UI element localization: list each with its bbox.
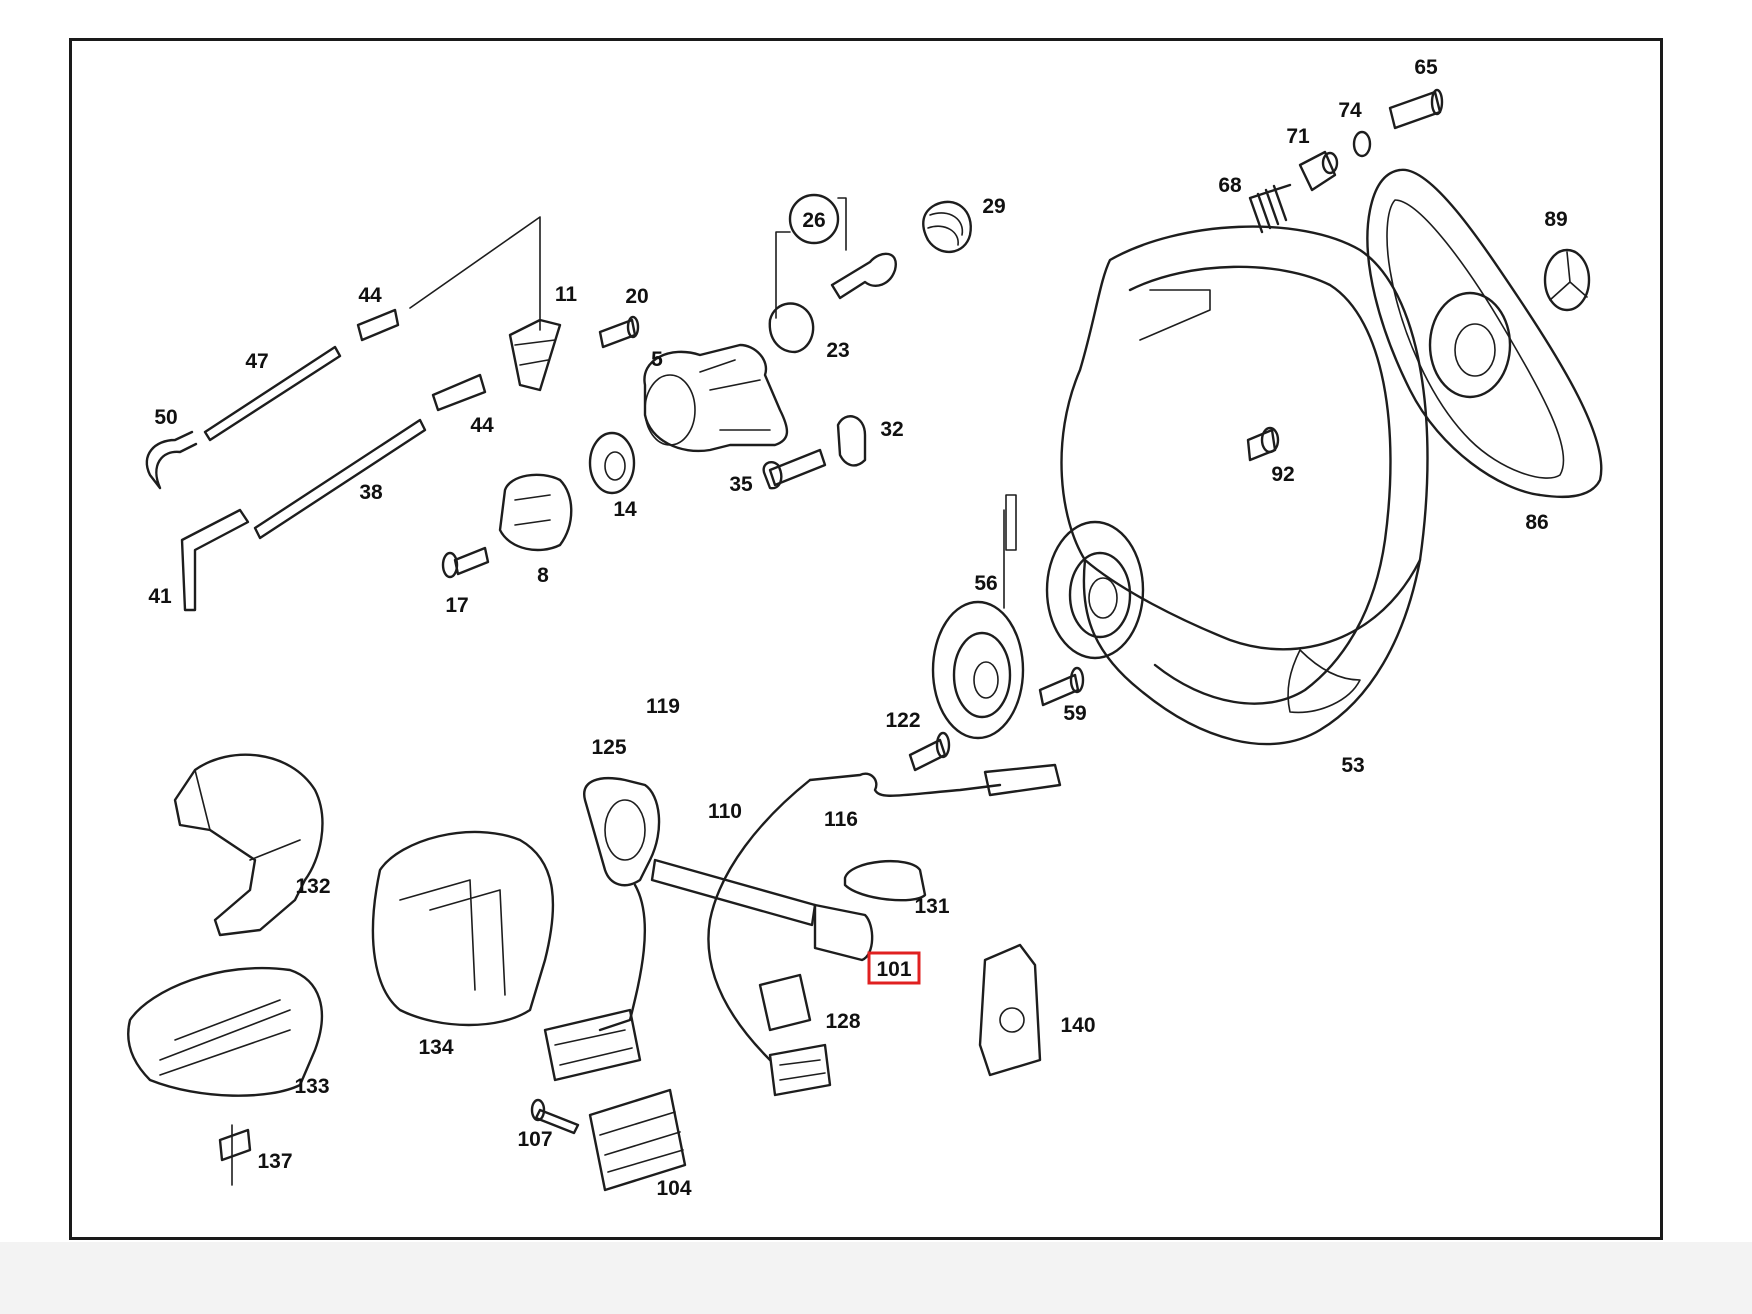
label-132: 132 [295, 875, 330, 898]
wiring-harness-part [707, 763, 1062, 1097]
steering-wheel-part [1045, 225, 1429, 746]
label-53: 53 [1341, 754, 1364, 777]
label-133: 133 [294, 1075, 329, 1098]
label-8: 8 [537, 564, 549, 587]
connector-block-part [530, 1088, 687, 1192]
label-5: 5 [651, 348, 663, 371]
part-labels: 65 74 71 68 29 26 89 44 11 20 47 5 23 50… [148, 56, 1567, 1200]
label-134: 134 [418, 1036, 453, 1059]
label-128: 128 [825, 1010, 860, 1033]
label-122: 122 [885, 709, 920, 732]
rods-and-tubes [145, 216, 562, 612]
small-hardware-parts [922, 88, 1444, 254]
label-74: 74 [1338, 99, 1362, 122]
label-137: 137 [257, 1150, 292, 1173]
label-104: 104 [656, 1177, 691, 1200]
label-116: 116 [824, 808, 858, 831]
ignition-switch-part [441, 315, 867, 579]
column-covers [127, 753, 555, 1186]
label-50: 50 [154, 406, 177, 429]
label-101: 101 [876, 958, 911, 981]
horn-pad-part [1366, 168, 1603, 499]
label-110: 110 [708, 800, 742, 823]
label-17: 17 [445, 594, 468, 617]
label-29: 29 [982, 195, 1005, 218]
label-131: 131 [914, 895, 949, 918]
label-92: 92 [1271, 463, 1294, 486]
label-89: 89 [1544, 208, 1567, 231]
label-119: 119 [646, 695, 680, 718]
label-140: 140 [1060, 1014, 1095, 1037]
label-68: 68 [1218, 174, 1242, 197]
diagram-sheet [0, 0, 1752, 1242]
label-11: 11 [555, 283, 578, 306]
label-41: 41 [148, 585, 172, 608]
label-38: 38 [359, 481, 383, 504]
label-14: 14 [613, 498, 637, 521]
label-44-top: 44 [358, 284, 382, 307]
highlight-box-101 [867, 951, 921, 985]
contact-plate-part [908, 426, 1280, 772]
label-71: 71 [1286, 125, 1310, 148]
label-32: 32 [880, 418, 903, 441]
combination-switch-part [543, 777, 874, 1082]
emblem-part [1543, 248, 1591, 312]
label-107: 107 [517, 1128, 552, 1151]
label-86: 86 [1525, 511, 1548, 534]
lock-cylinder-part [768, 193, 897, 354]
label-47: 47 [245, 350, 268, 373]
label-35: 35 [729, 473, 753, 496]
label-20: 20 [625, 285, 648, 308]
label-125: 125 [591, 736, 626, 759]
label-56: 56 [974, 572, 997, 595]
label-59: 59 [1063, 702, 1086, 725]
label-26: 26 [802, 209, 825, 232]
diagram-frame [69, 38, 1663, 1240]
label-65: 65 [1414, 56, 1438, 79]
label-44-bottom: 44 [470, 414, 494, 437]
label-23: 23 [826, 339, 849, 362]
